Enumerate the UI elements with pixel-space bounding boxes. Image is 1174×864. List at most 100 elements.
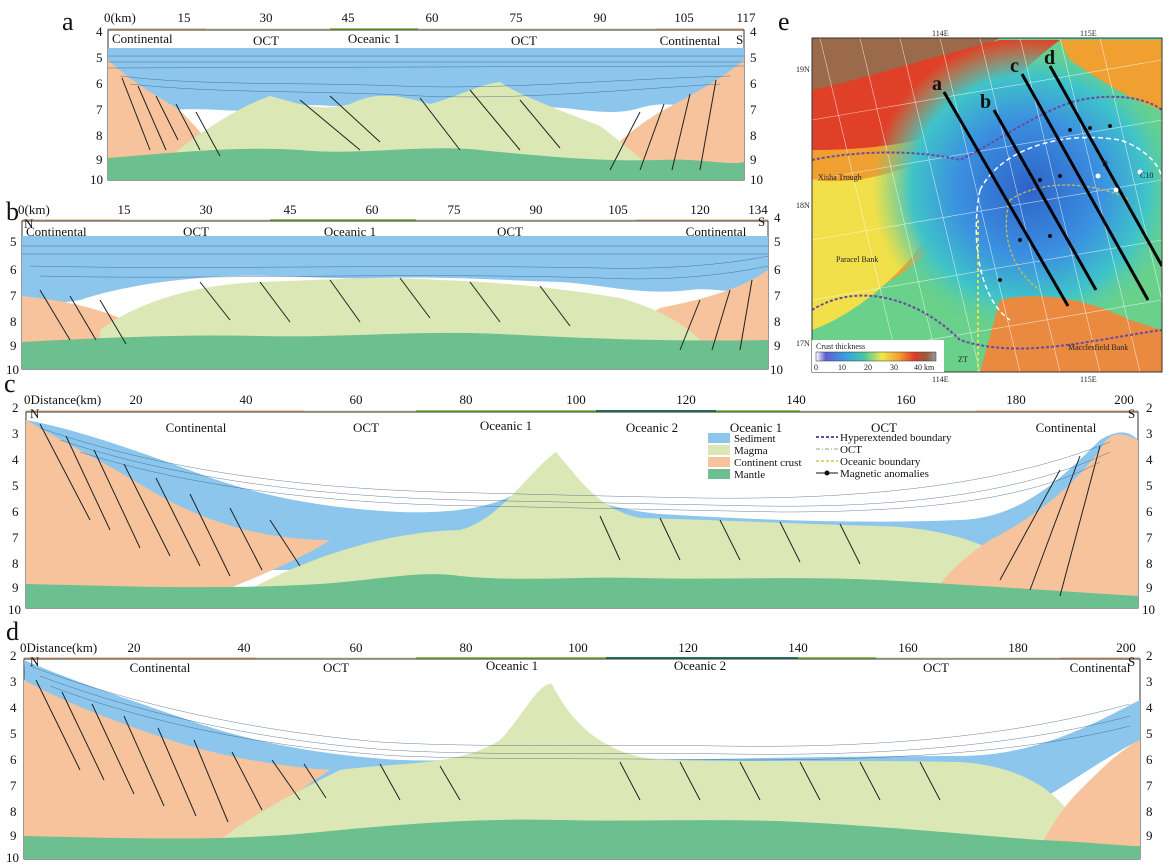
- x-tick: 45: [342, 10, 355, 25]
- y-tick: 4: [1146, 700, 1153, 715]
- x-tick: 75: [510, 10, 523, 25]
- y-tick: 2: [1146, 400, 1153, 415]
- magnetic-anomalies: [998, 124, 1112, 282]
- y-tick: 10: [750, 172, 763, 187]
- profile-label-d: d: [1044, 47, 1055, 69]
- sediment-horizons: [107, 55, 745, 98]
- legend-label: Hyperextended boundary: [840, 432, 952, 444]
- magma-layer: [220, 683, 1080, 840]
- x-tick: 30: [260, 10, 273, 25]
- x-tick: 15: [118, 202, 131, 217]
- y-tick: 3: [1146, 426, 1153, 441]
- x-tick: 20: [130, 392, 143, 407]
- y-tick: 6: [10, 752, 17, 767]
- legend-swatch-continent-crust: [708, 457, 730, 467]
- x-tick: 105: [674, 10, 694, 25]
- colorbar-tick: 10: [838, 363, 846, 372]
- y-tick: 10: [1142, 602, 1155, 617]
- zone-label: Oceanic 1: [480, 418, 532, 433]
- panel-a-letter: a: [62, 7, 74, 36]
- oceanic-boundary: [1005, 184, 1131, 291]
- colorbar-title: Crust thickness: [816, 342, 865, 351]
- panel-b-xticks: 0(km) 15 30 45 60 75 90 105 120 134: [18, 202, 768, 217]
- y-tick: 5: [12, 478, 19, 493]
- x-tick: 20: [128, 640, 141, 655]
- y-tick: 6: [1146, 752, 1153, 767]
- y-tick: 10: [90, 172, 103, 187]
- zone-label: Continental: [26, 224, 87, 239]
- legend-dot-magnetic: [824, 470, 830, 476]
- mantle-layer: [22, 332, 768, 369]
- zone-label: Oceanic 2: [674, 658, 726, 673]
- colorbar-tick: 20: [864, 363, 872, 372]
- y-tick: 5: [10, 234, 17, 249]
- mantle-layer: [108, 148, 744, 180]
- panel-b: b 0(km) 15 30 45 60: [6, 197, 783, 377]
- y-tick: 4: [774, 210, 781, 225]
- y-tick: 5: [1146, 478, 1153, 493]
- y-tick: 7: [96, 102, 103, 117]
- y-tick: 9: [10, 338, 17, 353]
- x-tick: 120: [690, 202, 710, 217]
- panel-a: a 0: [62, 7, 763, 187]
- north-marker: N: [30, 654, 40, 669]
- south-marker: S: [1128, 406, 1135, 421]
- panel-c: c 0Distance(km): [4, 369, 1155, 617]
- y-tick: 4: [1146, 452, 1153, 467]
- south-marker: S: [736, 32, 743, 47]
- axis-unit: 0(km): [18, 202, 50, 217]
- legend-label: Magnetic anomalies: [840, 468, 929, 480]
- y-tick: 9: [10, 828, 17, 843]
- fault-lines: [35, 679, 941, 823]
- zone-label: Continental: [686, 224, 747, 239]
- zone-label: OCT: [511, 33, 537, 48]
- y-tick: 6: [10, 262, 17, 277]
- y-tick: 8: [12, 556, 19, 571]
- colorbar-tick: 0: [814, 363, 818, 372]
- sediment-horizons: [39, 427, 1111, 513]
- panel-d-xticks: 0Distance(km) 20 40 60 80 100 120 140 16…: [20, 640, 1136, 655]
- zone-label: Continental: [112, 31, 173, 46]
- y-tick: 7: [774, 288, 781, 303]
- x-tick: 15: [178, 10, 191, 25]
- fault-lines: [39, 277, 753, 351]
- panel-d-letter: d: [6, 617, 19, 646]
- x-tick: 200: [1116, 640, 1136, 655]
- panel-a-xticks: 0(km) 15 30 45 60 75 90 105 117: [104, 10, 756, 25]
- sediment-horizons: [29, 665, 1131, 761]
- magma-layer: [230, 452, 1040, 600]
- colorbar-ramp: [815, 351, 937, 362]
- zone-label: Continental: [130, 660, 191, 675]
- y-tick: 4: [96, 24, 103, 39]
- y-tick: 7: [10, 778, 17, 793]
- zone-label: OCT: [871, 420, 897, 435]
- lat-label: 19N: [796, 65, 810, 74]
- legend-label: Continent crust: [734, 457, 802, 469]
- place-label: Paracel Bank: [836, 255, 878, 264]
- legend-label: Mantle: [734, 469, 765, 481]
- y-tick: 10: [770, 362, 783, 377]
- profile-line-a: [942, 91, 1070, 307]
- zone-label: Oceanic 2: [626, 420, 678, 435]
- panel-c-yticks-right: 2 3 4 5 6 7 8 9 10: [1142, 400, 1155, 617]
- legend-label: Sediment: [734, 433, 776, 445]
- panel-d-zone-labels: Continental OCT Oceanic 1 Oceanic 2 OCT …: [130, 658, 1131, 675]
- panel-c-zone-labels: Continental OCT Oceanic 1 Oceanic 2 Ocea…: [166, 418, 1097, 435]
- x-tick: 60: [350, 392, 363, 407]
- hyperextended-boundary: [812, 95, 1162, 350]
- mantle-layer: [26, 574, 1138, 608]
- zone-label: Oceanic 1: [486, 658, 538, 673]
- south-marker: S: [758, 214, 765, 229]
- y-tick: 6: [774, 262, 781, 277]
- zone-label: Continental: [1070, 660, 1131, 675]
- panel-c-yticks-left: 2 3 4 5 6 7 8 9 10: [8, 400, 21, 617]
- y-tick: 9: [1146, 580, 1153, 595]
- panel-b-letter: b: [6, 197, 19, 226]
- x-tick: 75: [448, 202, 461, 217]
- profile-label-a: a: [932, 73, 942, 95]
- y-tick: 5: [10, 726, 17, 741]
- place-label: Xisha Trough: [818, 173, 862, 182]
- y-tick: 8: [10, 804, 17, 819]
- panel-d: d 0Distance(km): [6, 617, 1153, 864]
